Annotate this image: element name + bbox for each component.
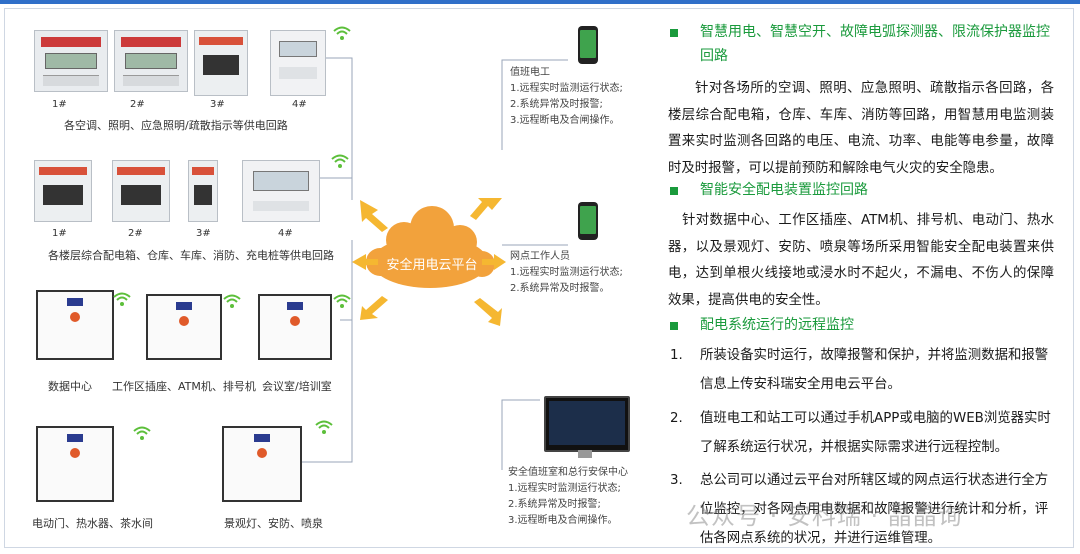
list-number: 2. — [670, 411, 683, 426]
location-label: 景观灯、安防、喷泉 — [224, 517, 323, 530]
receiver-item: 2.系统异常及时报警; — [508, 499, 601, 510]
section-bullet — [670, 29, 678, 37]
location-label: 会议室/培训室 — [262, 380, 332, 393]
connector-receiver1 — [501, 59, 568, 150]
wifi-icon — [113, 292, 131, 306]
location-label: 数据中心 — [48, 380, 92, 393]
wifi-icon — [333, 294, 351, 308]
arrow-in-bottom — [360, 296, 388, 320]
breaker-1 — [34, 160, 92, 222]
receiver-item: 3.远程断电及合闸操作。 — [508, 515, 618, 526]
phone-icon — [578, 26, 598, 64]
section-paragraph-1: 针对各场所的空调、照明、应急照明、疏散指示各回路，各楼层综合配电箱，仓库、车库、… — [668, 81, 1054, 176]
connector-group4 — [300, 320, 353, 463]
diagram-frame — [4, 8, 1074, 548]
location-label: 工作区插座、ATM机、排号机 — [112, 380, 256, 393]
device-number: 4# — [292, 99, 307, 110]
location-label: 电动门、热水器、茶水间 — [32, 517, 153, 530]
device-number: 1# — [52, 228, 67, 239]
section-heading-3: 配电系统运行的远程监控 — [700, 317, 854, 333]
cloud-platform-label: 安全用电云平台 — [386, 258, 478, 273]
cloud-shape — [366, 206, 495, 288]
safety-cabinet-2 — [146, 294, 222, 360]
din-meter-1 — [34, 30, 108, 92]
safety-cabinet-5 — [222, 426, 302, 502]
wifi-icon — [133, 426, 151, 440]
arrow-out-bottom — [474, 298, 502, 326]
device-number: 4# — [278, 228, 293, 239]
connector-receiver3 — [501, 399, 540, 470]
arrow-out-top — [470, 198, 502, 220]
receiver-item: 3.远程断电及合闸操作。 — [510, 115, 620, 126]
device-number: 1# — [52, 99, 67, 110]
receiver-title: 值班电工 — [510, 67, 550, 78]
breaker-2 — [112, 160, 170, 222]
arrows — [352, 198, 506, 326]
arrow-in-left — [352, 254, 378, 270]
receiver-item: 1.远程实时监测运行状态; — [510, 267, 623, 278]
list-item: 总公司可以通过云平台对所辖区域的网点运行状态进行全方位监控，对各网点用电数据和故… — [700, 473, 1049, 546]
list-item: 值班电工和站工可以通过手机APP或电脑的WEB浏览器实时了解系统运行状况，并根据… — [700, 411, 1051, 455]
safety-cabinet-4 — [36, 426, 114, 502]
phone-icon — [578, 202, 598, 240]
safety-monitor-4 — [242, 160, 320, 222]
section-heading-1: 智慧用电、智慧空开、故障电弧探测器、限流保护器监控回路 — [700, 24, 1050, 64]
device-number: 2# — [128, 228, 143, 239]
section-paragraph-2: 针对数据中心、工作区插座、ATM机、排号机、电动门、热水器，以及景观灯、安防、喷… — [668, 213, 1054, 308]
section-bullet — [670, 187, 678, 195]
section-heading-2: 智能安全配电装置监控回路 — [700, 182, 868, 198]
safety-cabinet-3 — [258, 294, 332, 360]
list-item: 所装设备实时运行，故障报警和保护，并将监测数据和报警信息上传安科瑞安全用电云平台… — [700, 348, 1049, 392]
receiver-item: 2.系统异常及时报警。 — [510, 283, 610, 294]
din-meter-2 — [114, 30, 188, 92]
receiver-title: 网点工作人员 — [510, 251, 570, 262]
device-number: 3# — [210, 99, 225, 110]
top-accent-bar — [0, 0, 1080, 4]
monitor-stand — [578, 450, 592, 458]
list-number: 1. — [670, 348, 683, 363]
device-number: 2# — [130, 99, 145, 110]
safety-cabinet-1 — [36, 290, 114, 360]
section-bullet — [670, 322, 678, 330]
wifi-icon — [331, 154, 349, 168]
smart-breaker-3 — [194, 30, 248, 96]
watermark: 公众号 · 安科瑞 · 晶晶询 — [686, 502, 963, 530]
arrow-in-top — [360, 200, 388, 232]
group-caption: 各楼层综合配电箱、仓库、车库、消防、充电桩等供电回路 — [48, 249, 334, 262]
wifi-icon — [223, 294, 241, 308]
receiver-title: 安全值班室和总行安保中心 — [508, 467, 628, 478]
device-number: 3# — [196, 228, 211, 239]
arrow-out-mid — [482, 254, 506, 270]
breaker-3 — [188, 160, 218, 222]
wifi-icon — [333, 26, 351, 40]
receiver-item: 1.远程实时监测运行状态; — [508, 483, 621, 494]
arc-detector-4 — [270, 30, 326, 96]
receiver-item: 2.系统异常及时报警; — [510, 99, 603, 110]
monitor-icon — [544, 396, 630, 452]
wifi-icon — [315, 420, 333, 434]
list-number: 3. — [670, 473, 683, 488]
group-caption: 各空调、照明、应急照明/疏散指示等供电回路 — [64, 119, 288, 132]
receiver-item: 1.远程实时监测运行状态; — [510, 83, 623, 94]
